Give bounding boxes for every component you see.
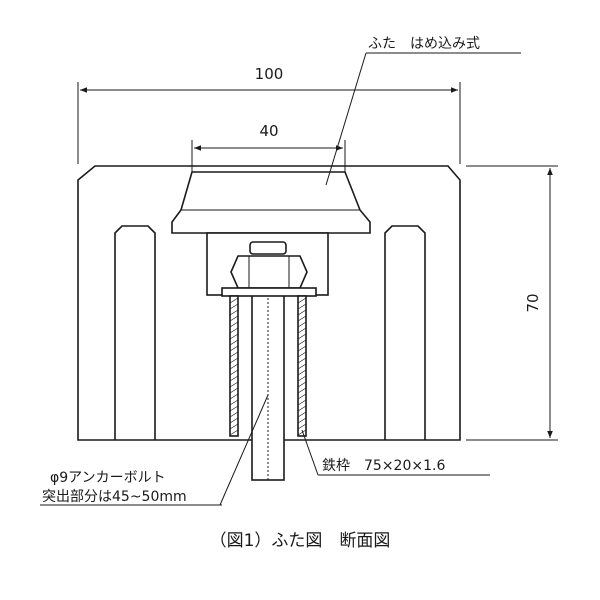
hatch-line	[229, 411, 239, 418]
lid	[171, 171, 371, 234]
hatch-line	[229, 429, 239, 436]
right-slot	[384, 225, 426, 440]
block-outline	[77, 165, 461, 441]
hatch-line	[229, 405, 239, 412]
hatch-line	[229, 315, 239, 322]
hatch-line	[229, 369, 239, 376]
hatch-line	[297, 429, 307, 436]
hatch-line	[229, 399, 239, 406]
hatch-line	[229, 309, 239, 316]
hatch-line	[229, 423, 239, 430]
hatch-line	[229, 339, 239, 346]
figure-caption: （図1）ふた図 断面図	[210, 531, 391, 551]
hatch-line	[229, 375, 239, 382]
washer	[221, 287, 317, 297]
anchor-label-line2: 突出部分は45~50mm	[42, 489, 187, 505]
dim-100-text: 100	[255, 65, 284, 83]
hatch-line	[297, 423, 307, 430]
nut-cap	[249, 241, 287, 255]
iron-frame-left	[229, 295, 239, 437]
hatch-line	[229, 393, 239, 400]
hatch-line	[297, 333, 307, 340]
hatch-line	[229, 381, 239, 388]
dim-70-text: 70	[524, 293, 542, 312]
hatch-line	[297, 321, 307, 328]
hatch-line	[297, 369, 307, 376]
hatch-line	[297, 411, 307, 418]
hatch-line	[229, 297, 239, 304]
hatch-line	[229, 417, 239, 424]
hatch-line	[297, 399, 307, 406]
hatch-line	[229, 357, 239, 364]
hatch-line	[297, 375, 307, 382]
hatch-line	[229, 327, 239, 334]
hatch-line	[297, 339, 307, 346]
hatch-line	[297, 345, 307, 352]
hatch-line	[297, 315, 307, 322]
hatch-line	[229, 363, 239, 370]
hatch-line	[229, 333, 239, 340]
hex-nut	[230, 255, 308, 289]
lid-type-label: ふた はめ込み式	[368, 36, 480, 52]
hatch-line	[297, 357, 307, 364]
hatch-line	[297, 327, 307, 334]
frame-label: 鉄枠 75×20×1.6	[322, 458, 445, 474]
anchor-leader	[219, 394, 269, 506]
lid-leader	[325, 52, 367, 186]
hatch-line	[229, 351, 239, 358]
iron-frame-right	[297, 295, 307, 437]
hatch-line	[229, 387, 239, 394]
hatch-line	[297, 405, 307, 412]
hatch-line	[297, 309, 307, 316]
hatch-line	[297, 351, 307, 358]
hatch-line	[297, 393, 307, 400]
frame-leader	[301, 429, 319, 476]
anchor-label-line1: φ9アンカーボルト	[50, 470, 166, 486]
hatch-line	[297, 387, 307, 394]
hatch-line	[297, 417, 307, 424]
hatch-line	[229, 321, 239, 328]
hatch-line	[229, 345, 239, 352]
left-slot	[114, 225, 156, 440]
hatch-line	[297, 303, 307, 310]
dim-40-text: 40	[259, 122, 278, 140]
hatch-line	[297, 363, 307, 370]
hatch-line	[229, 303, 239, 310]
hatch-line	[297, 297, 307, 304]
hatch-line	[297, 381, 307, 388]
